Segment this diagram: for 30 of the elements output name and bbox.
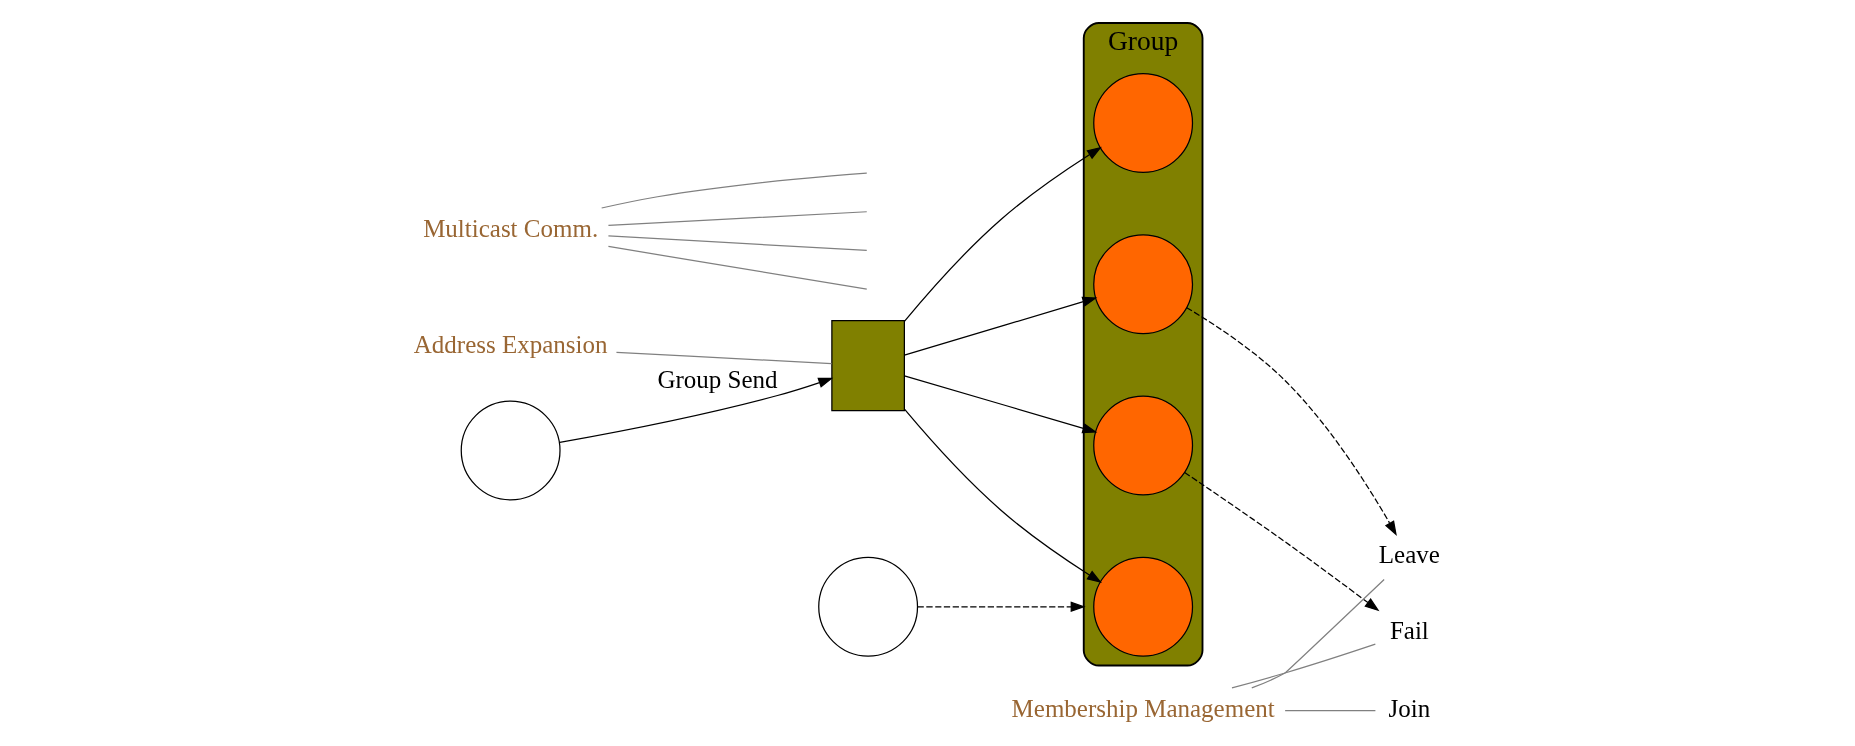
- arrow: [559, 377, 834, 443]
- arrow: [903, 146, 1102, 322]
- connector: [615, 351, 833, 365]
- node-circle: [818, 556, 919, 657]
- node-circle: [1093, 395, 1194, 496]
- arrow: [903, 296, 1098, 356]
- node-text: Fail: [1389, 617, 1429, 645]
- node-text: Multicast Comm.: [423, 214, 599, 242]
- node-circle: [460, 400, 561, 501]
- connector: [1251, 578, 1385, 689]
- node-text: Membership Management: [1011, 694, 1275, 722]
- connector: [607, 245, 868, 290]
- edge-label: Group Send: [657, 366, 778, 393]
- node-text: Address Expansion: [413, 331, 608, 358]
- arrow: [1186, 307, 1397, 536]
- connector: [1231, 643, 1376, 689]
- node-circle: [1093, 73, 1194, 173]
- connector: [601, 172, 868, 209]
- node-text: Join: [1388, 694, 1431, 722]
- node-box: [831, 319, 905, 412]
- arrow: [1184, 471, 1380, 612]
- node-circle: [1093, 556, 1194, 657]
- arrow: [917, 601, 1086, 612]
- arrow: [903, 375, 1098, 434]
- connector: [1284, 709, 1377, 712]
- arrow: [903, 408, 1102, 583]
- connector: [607, 211, 868, 227]
- connector: [607, 235, 868, 252]
- node-circle: [1093, 234, 1194, 335]
- node-text: Leave: [1378, 541, 1440, 568]
